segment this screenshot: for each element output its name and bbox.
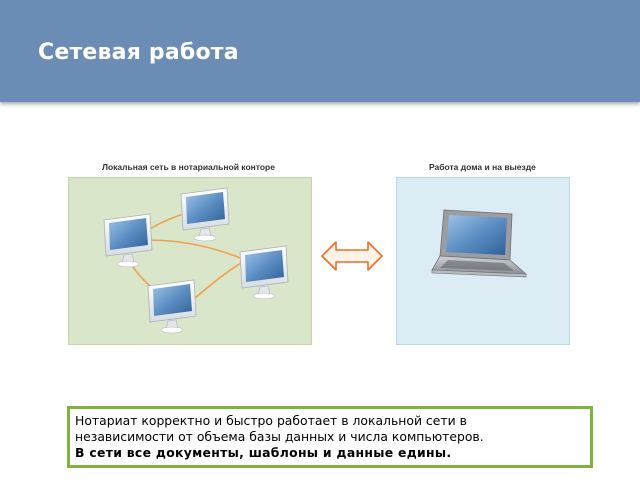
network-link xyxy=(147,239,251,263)
desktop-computer-icon xyxy=(147,279,197,334)
note-line-3: В сети все документы, шаблоны и данные е… xyxy=(75,445,452,460)
laptop-icon xyxy=(431,209,528,278)
right-panel-label: Работа дома и на выезде xyxy=(429,162,536,172)
left-panel-label: Локальная сеть в нотариальной конторе xyxy=(102,162,275,172)
slide-title: Сетевая работа xyxy=(38,40,239,65)
network-link xyxy=(194,261,244,299)
desktop-computer-icon xyxy=(103,213,153,268)
desktop-computer-icon xyxy=(180,187,230,242)
note-line-1: Нотариат корректно и быстро работает в л… xyxy=(75,413,467,428)
info-note: Нотариат корректно и быстро работает в л… xyxy=(67,406,593,468)
note-line-2: независимости от объема базы данных и чи… xyxy=(75,429,484,444)
double-arrow-icon xyxy=(321,241,383,271)
slide-header: Сетевая работа xyxy=(0,0,640,102)
desktop-computer-icon xyxy=(239,245,289,300)
